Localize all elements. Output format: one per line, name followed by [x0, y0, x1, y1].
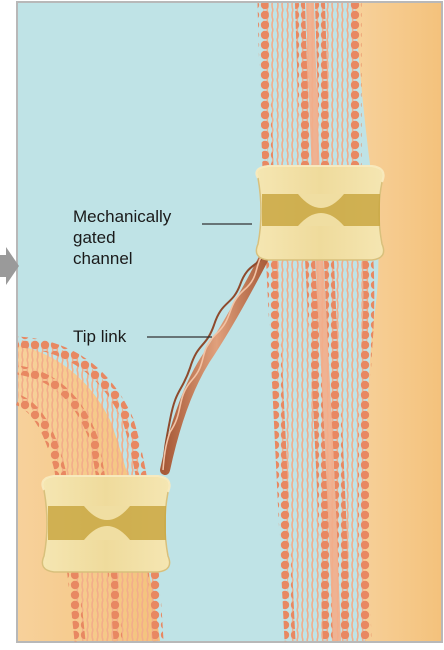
- tip-link-label: Tip link: [73, 326, 126, 347]
- channel-label: Mechanically gated channel: [73, 206, 203, 269]
- mechanically-gated-channel-lower: [42, 476, 169, 572]
- mechanically-gated-channel-upper: [256, 166, 383, 260]
